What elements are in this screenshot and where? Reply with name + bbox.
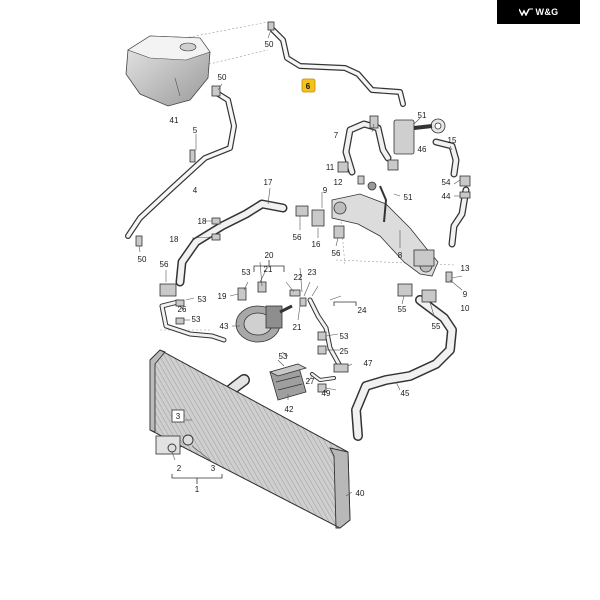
callout-41: 41	[170, 116, 179, 125]
callout-53a: 53	[242, 268, 251, 277]
callout-9: 9	[323, 186, 328, 195]
callout-50b: 50	[218, 73, 227, 82]
highlight-box-6	[301, 78, 316, 93]
callout-7: 7	[334, 131, 339, 140]
callout-53b: 53	[198, 295, 207, 304]
callout-53e: 53	[279, 352, 288, 361]
fittings	[135, 21, 471, 393]
callout-46: 46	[418, 145, 427, 154]
radiator	[149, 349, 351, 529]
callout-43: 43	[220, 322, 229, 331]
callout-5: 5	[193, 126, 198, 135]
callout-1: 1	[195, 485, 200, 494]
callout-27: 27	[306, 377, 315, 386]
callout-56c: 56	[160, 260, 169, 269]
outlet-flange-46	[393, 118, 446, 155]
callout-3b: 3	[211, 464, 216, 473]
callout-labels: 50 6 50 41 5 4 50 51 46 7 15 11 12 54 44…	[138, 40, 470, 498]
callout-50c: 50	[138, 255, 147, 264]
callout-11: 11	[326, 163, 335, 172]
brand-name: W&G	[535, 7, 559, 17]
callout-45: 45	[401, 389, 410, 398]
callout-50a: 50	[265, 40, 274, 49]
hoses	[125, 27, 470, 450]
callout-56b: 56	[332, 249, 341, 258]
callout-17: 17	[264, 178, 273, 187]
callout-40: 40	[356, 489, 365, 498]
callout-2: 2	[177, 464, 182, 473]
callout-12: 12	[334, 178, 343, 187]
callout-51a: 51	[418, 111, 427, 120]
callout-56a: 56	[293, 233, 302, 242]
callout-53d: 53	[340, 332, 349, 341]
callout-54: 54	[442, 178, 451, 187]
callout-49: 49	[322, 389, 331, 398]
callout-13: 13	[461, 264, 470, 273]
callout-25: 25	[340, 347, 349, 356]
callout-44: 44	[442, 192, 451, 201]
callout-3a: 3	[176, 412, 181, 421]
boxed-callout-3	[171, 409, 185, 423]
callout-bracket-1	[171, 260, 357, 484]
callout-8: 8	[398, 251, 403, 260]
callout-21a: 21	[264, 265, 273, 274]
callout-16: 16	[312, 240, 321, 249]
callout-53c: 53	[192, 315, 201, 324]
callout-18: 18	[198, 217, 207, 226]
oil-cooler	[268, 363, 308, 401]
callout-55b: 55	[432, 322, 441, 331]
callout-20: 20	[265, 251, 274, 260]
leader-lines	[138, 29, 463, 497]
callout-15: 15	[448, 136, 457, 145]
callout-10: 10	[461, 304, 470, 313]
callout-55a: 55	[398, 305, 407, 314]
callout-22: 22	[294, 273, 303, 282]
callout-24: 24	[358, 306, 367, 315]
callout-4: 4	[193, 186, 198, 195]
callout-42: 42	[285, 405, 294, 414]
callout-51b: 51	[404, 193, 413, 202]
callout-47: 47	[364, 359, 373, 368]
callout-18b: 18	[170, 235, 179, 244]
callout-6: 6	[306, 82, 311, 91]
callout-26: 26	[178, 305, 187, 314]
brand-badge: W&G	[497, 0, 580, 24]
callout-19: 19	[218, 292, 227, 301]
auxiliary-water-pump	[235, 304, 293, 343]
callout-23: 23	[308, 268, 317, 277]
expansion-tank	[125, 35, 211, 107]
callout-21b: 21	[293, 323, 302, 332]
wg-logo-icon	[518, 8, 533, 16]
callout-9b: 9	[463, 290, 468, 299]
